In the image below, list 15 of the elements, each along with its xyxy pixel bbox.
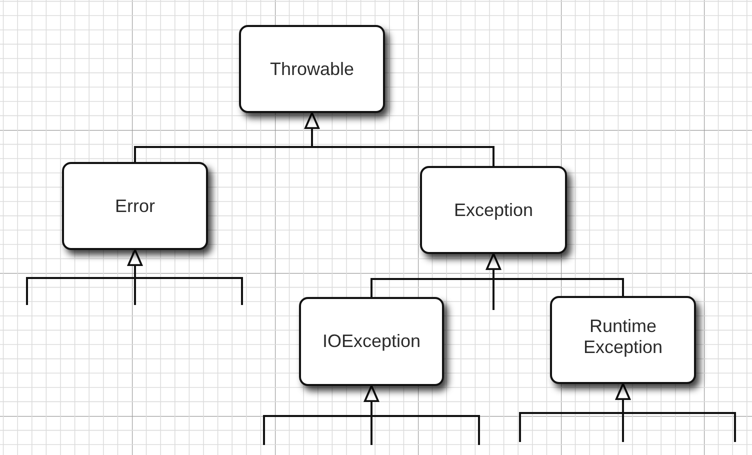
class-name: Error: [115, 196, 155, 216]
class-box: [62, 162, 208, 250]
inheritance-arrow: [364, 385, 480, 445]
class-name: IOException: [322, 331, 421, 352]
inheritance-arrow: [128, 249, 243, 305]
class-name: Throwable: [270, 58, 354, 80]
inheritance-arrow: [616, 383, 736, 442]
class-box: [299, 297, 444, 386]
class-box: [550, 296, 696, 384]
inheritance-arrow: [304, 112, 494, 166]
class-box: [420, 166, 567, 254]
class-box: [239, 25, 385, 113]
class-name: Exception: [454, 200, 534, 220]
class-name: Runtime Exception: [582, 316, 664, 358]
inheritance-arrow: [486, 253, 624, 296]
